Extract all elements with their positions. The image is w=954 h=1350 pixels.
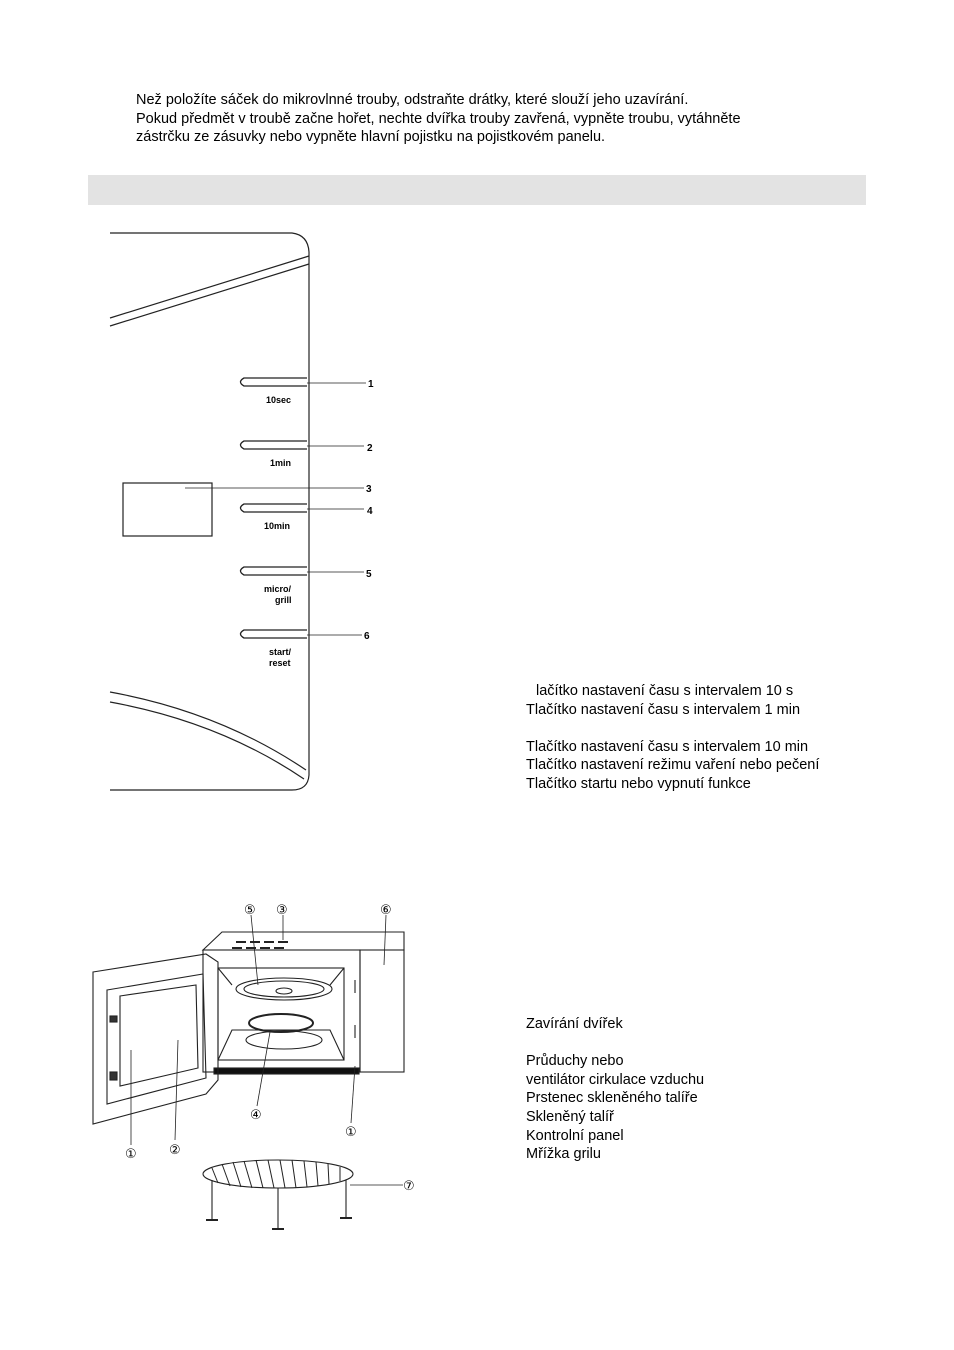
legend-item: ventilátor cirkulace vzduchu xyxy=(526,1071,705,1088)
oven-callout-5: ⑤ xyxy=(244,903,256,918)
panel-legend: lačítko nastavení času s intervalem 10 s… xyxy=(526,682,819,794)
button-1min xyxy=(239,440,307,450)
callout-number: 1 xyxy=(368,379,374,390)
legend-item: Prstenec skleněného talíře xyxy=(526,1090,698,1107)
oven-callout-4: ④ xyxy=(250,1108,262,1123)
callout-number: 6 xyxy=(364,631,370,642)
callout-number: 2 xyxy=(367,443,373,454)
legend-item: Mřížka grilu xyxy=(526,1146,601,1163)
button-10min xyxy=(239,503,307,513)
legend-item: lačítko nastavení času s intervalem 10 s xyxy=(536,683,794,699)
oven-figure xyxy=(92,931,405,1230)
legend-item: Průduchy nebo xyxy=(526,1053,624,1070)
oven-callout-2: ② xyxy=(169,1143,181,1158)
legend-item: Tlačítko nastavení času s intervalem 10 … xyxy=(526,738,809,755)
button-10sec xyxy=(239,377,307,387)
oven-callout-1-body: ① xyxy=(345,1125,357,1140)
button-micro-grill xyxy=(239,566,307,576)
button-label-10sec: 10sec xyxy=(266,395,291,405)
legend-item: Skleněný talíř xyxy=(526,1108,614,1125)
intro-line: zástrčku ze zásuvky nebo vypněte hlavní … xyxy=(136,129,606,146)
callout-number: 4 xyxy=(367,506,373,517)
callout-number: 5 xyxy=(366,569,372,580)
button-label-grill: grill xyxy=(275,595,292,605)
oven-callout-1-door: ① xyxy=(125,1147,137,1162)
button-label-micro: micro/ xyxy=(264,584,292,594)
oven-callout-7: ⑦ xyxy=(403,1179,415,1194)
legend-item xyxy=(526,719,819,738)
display-window xyxy=(122,482,213,537)
oven-callout-6: ⑥ xyxy=(380,903,392,918)
button-label-start: start/ xyxy=(269,647,292,657)
legend-item: Zavírání dvířek xyxy=(526,1016,623,1032)
section-header-bar xyxy=(88,175,866,205)
legend-item: Tlačítko startu nebo vypnutí funkce xyxy=(526,775,751,792)
intro-line: Než položíte sáček do mikrovlnné trouby,… xyxy=(136,92,689,108)
legend-item: Tlačítko nastavení času s intervalem 1 m… xyxy=(526,701,801,718)
intro-line: Pokud předmět v troubě začne hořet, nech… xyxy=(136,110,741,127)
callout-number: 3 xyxy=(366,484,372,495)
button-start-reset xyxy=(239,629,307,639)
legend-item: Tlačítko nastavení režimu vaření nebo pe… xyxy=(526,757,820,774)
legend-item xyxy=(526,1034,704,1053)
button-label-10min: 10min xyxy=(264,521,290,531)
intro-paragraph: Než položíte sáček do mikrovlnné trouby,… xyxy=(136,91,836,147)
oven-callout-3: ③ xyxy=(276,903,288,918)
button-label-1min: 1min xyxy=(270,458,291,468)
oven-legend: Zavírání dvířek Průduchy nebo ventilátor… xyxy=(526,1015,704,1164)
button-label-reset: reset xyxy=(269,658,291,668)
legend-item: Kontrolní panel xyxy=(526,1127,624,1144)
panel-outline xyxy=(110,232,310,791)
